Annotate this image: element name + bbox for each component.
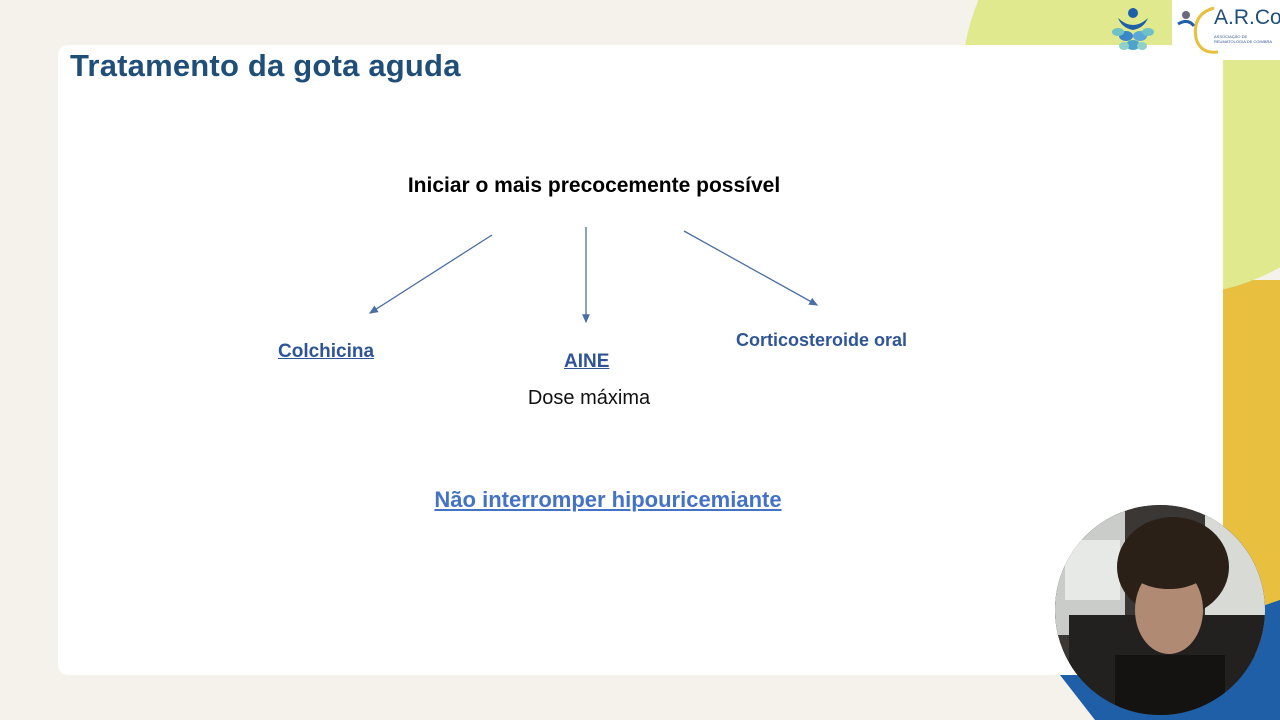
ribbon-figure-logo-icon — [1112, 8, 1154, 50]
slide-title: Tratamento da gota aguda — [70, 48, 461, 83]
arco-figure-icon — [1177, 6, 1218, 54]
presenter-webcam — [1055, 505, 1265, 715]
footer-link[interactable]: Não interromper hipouricemiante — [434, 487, 782, 512]
arco-logo: A.R.Co. ASSOCIAÇÃO DE REUMATOLOGIA DE CO… — [1172, 0, 1280, 60]
arrow-right — [683, 230, 819, 306]
arrow-left — [368, 234, 493, 314]
presenter-video-frame — [1055, 505, 1265, 715]
option-corticosteroide-label: Corticosteroide oral — [736, 330, 908, 350]
headline-text: Iniciar o mais precocemente possível — [407, 174, 781, 197]
option-colchicina-link[interactable]: Colchicina — [278, 341, 375, 362]
arco-logo-subtitle: ASSOCIAÇÃO DE REUMATOLOGIA DE COIMBRA — [1214, 34, 1273, 44]
option-aine-link[interactable]: AINE — [564, 351, 610, 372]
arco-logo-text: A.R.Co. — [1214, 6, 1280, 29]
aine-dose-note: Dose máxima — [527, 387, 651, 409]
slide-card — [58, 45, 1223, 675]
